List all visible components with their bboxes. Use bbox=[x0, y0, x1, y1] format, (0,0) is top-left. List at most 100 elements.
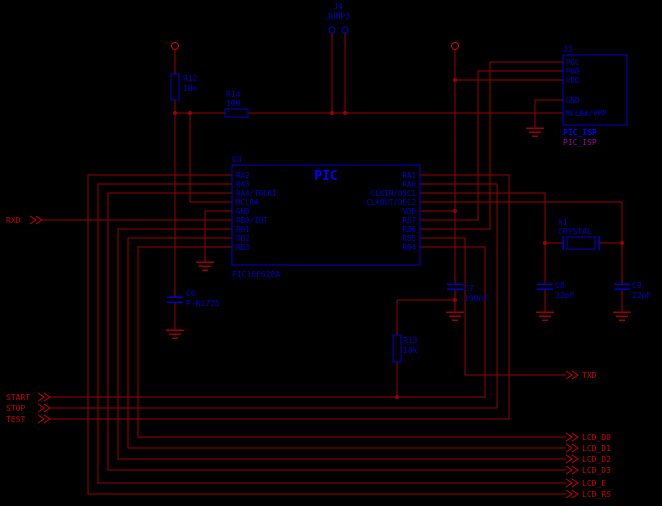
component-ref: R12 bbox=[183, 74, 198, 83]
port-label: STOP bbox=[6, 404, 25, 413]
component-ref: U3 bbox=[232, 155, 242, 164]
connector-j4[interactable]: J4 JUMP3 bbox=[326, 2, 350, 34]
crystal-body bbox=[566, 236, 596, 250]
resistor-r13[interactable]: R13 10k bbox=[392, 334, 418, 363]
port-lcd-d1[interactable]: LCD_D1 bbox=[582, 444, 611, 453]
resistor-body bbox=[392, 334, 402, 363]
capacitor-c6[interactable]: C6 P-R1725 bbox=[167, 289, 220, 308]
resistor-body bbox=[170, 73, 180, 101]
port-stop[interactable]: STOP bbox=[6, 404, 25, 413]
pin-label: RB1 bbox=[236, 225, 250, 234]
capacitor-c7[interactable]: C7 100nF bbox=[447, 283, 488, 303]
connector-j2[interactable]: J2 PGC PGD VDD GND MCLR#/VPP PIC_ISP PIC… bbox=[562, 45, 628, 147]
component-ref: J2 bbox=[563, 45, 573, 54]
pin-label: RA2 bbox=[236, 171, 250, 180]
junction-dot bbox=[173, 111, 177, 115]
port-label: TEST bbox=[6, 415, 25, 424]
port-label: LCD_D2 bbox=[582, 455, 611, 464]
junction-dot bbox=[620, 241, 624, 245]
port-lcd-d3[interactable]: LCD_D3 bbox=[582, 466, 611, 475]
component-ref: C8 bbox=[555, 281, 565, 290]
junction-dot bbox=[188, 111, 192, 115]
junction-dot bbox=[330, 111, 334, 115]
pin-label: RA0 bbox=[402, 180, 416, 189]
component-value: JUMP3 bbox=[326, 12, 350, 21]
component-value: 22pF bbox=[555, 291, 574, 300]
port-start[interactable]: START bbox=[6, 393, 30, 402]
connector-body bbox=[562, 54, 628, 126]
port-lcd-e[interactable]: LCD_E bbox=[582, 479, 606, 488]
port-label: LCD_RS bbox=[582, 490, 611, 499]
pin-label: MCLR#/VPP bbox=[566, 109, 607, 118]
port-label: LCD_D1 bbox=[582, 444, 611, 453]
component-value: CRYSTAL bbox=[558, 227, 592, 236]
port-label: LCD_D0 bbox=[582, 433, 611, 442]
pin-label: GND bbox=[236, 207, 250, 216]
port-txd[interactable]: TXD bbox=[582, 371, 597, 380]
jumper-pin-icon bbox=[328, 26, 336, 34]
component-value: PIC16F628A bbox=[232, 270, 280, 279]
port-rxd[interactable]: RXD bbox=[6, 216, 21, 225]
crystal-x1[interactable]: X1 CRYSTAL bbox=[558, 218, 600, 250]
component-value: 10k bbox=[183, 84, 198, 93]
jumper-pin-icon bbox=[341, 26, 349, 34]
component-ref: R14 bbox=[226, 90, 241, 99]
component-ref: X1 bbox=[558, 218, 568, 227]
junction-dot bbox=[453, 209, 457, 213]
pin-label: RA1 bbox=[402, 171, 416, 180]
pin-label: PGC bbox=[566, 58, 580, 67]
port-lcd-rs[interactable]: LCD_RS bbox=[582, 490, 611, 499]
pin-label: RB6 bbox=[402, 225, 416, 234]
pin-label: RB2 bbox=[236, 234, 250, 243]
junction-dots bbox=[173, 78, 624, 399]
pin-label: RB5 bbox=[402, 234, 416, 243]
pin-label: RB7 bbox=[402, 216, 416, 225]
pin-label: RB4 bbox=[402, 243, 416, 252]
capacitor-plates bbox=[537, 283, 553, 290]
junction-dot bbox=[343, 111, 347, 115]
resistor-r12[interactable]: R12 10k bbox=[170, 73, 198, 101]
component-ref: C6 bbox=[186, 289, 196, 298]
pin-label: VDD bbox=[566, 76, 580, 85]
power-node-icon bbox=[451, 42, 459, 50]
resistor-body bbox=[224, 108, 249, 118]
component-value: 100nF bbox=[464, 294, 488, 303]
port-arrows bbox=[29, 215, 579, 499]
junction-dot bbox=[395, 395, 399, 399]
pin-label: CLKOUT/OSC2 bbox=[366, 198, 416, 207]
capacitor-c9[interactable]: C9 22pF bbox=[614, 281, 651, 300]
component-ref: R13 bbox=[403, 336, 418, 345]
port-lcd-d2[interactable]: LCD_D2 bbox=[582, 455, 611, 464]
component-ref: C7 bbox=[464, 284, 474, 293]
component-name: PIC_ISP bbox=[563, 128, 597, 137]
crystal-plates bbox=[562, 236, 600, 250]
port-label: START bbox=[6, 393, 30, 402]
component-ref: C9 bbox=[632, 281, 642, 290]
ground-symbols bbox=[166, 127, 631, 339]
resistor-r14[interactable]: R14 100 bbox=[224, 90, 249, 118]
junction-dot bbox=[453, 298, 457, 302]
ic-title: PIC bbox=[314, 169, 337, 184]
pin-label: CLKIN/OSC1 bbox=[371, 189, 416, 198]
pin-label: MCLR# bbox=[236, 198, 259, 207]
port-lcd-d0[interactable]: LCD_D0 bbox=[582, 433, 611, 442]
capacitor-plates bbox=[447, 283, 463, 290]
pin-label: RB0/INT bbox=[236, 216, 268, 225]
capacitor-plates bbox=[167, 296, 183, 303]
ic-u3[interactable]: U3 PIC PIC16F628A RA2 RA3 RA4/T0CKI MCLR… bbox=[231, 155, 421, 279]
ic-body bbox=[231, 164, 421, 266]
capacitor-c8[interactable]: C8 22pF bbox=[537, 281, 574, 300]
port-label: TXD bbox=[582, 371, 597, 380]
capacitor-plates bbox=[614, 283, 630, 290]
port-label: RXD bbox=[6, 216, 21, 225]
component-ref: J4 bbox=[333, 2, 343, 11]
junction-dot bbox=[453, 78, 457, 82]
pin-label: RA3 bbox=[236, 180, 250, 189]
pin-label: PGD bbox=[566, 67, 580, 76]
port-test[interactable]: TEST bbox=[6, 415, 25, 424]
component-value: 10k bbox=[403, 346, 418, 355]
component-value: 22pF bbox=[632, 291, 651, 300]
port-label: LCD_E bbox=[582, 479, 606, 488]
